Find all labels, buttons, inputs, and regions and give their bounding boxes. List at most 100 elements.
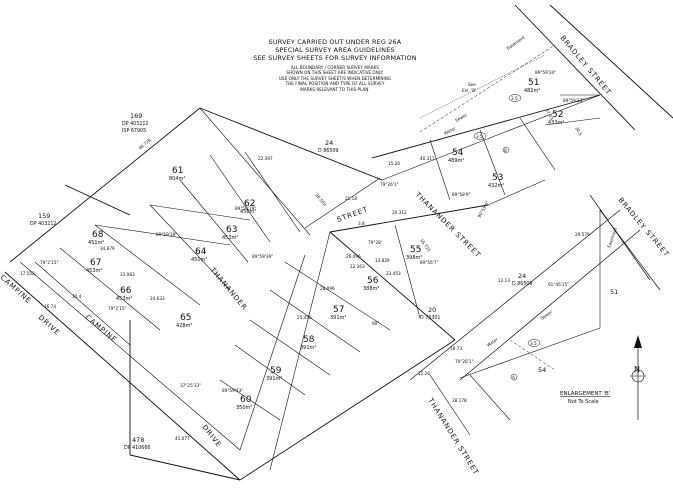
lot-63-area: 453m²	[222, 235, 238, 241]
parcel-24-inset-dp: D 86509	[512, 281, 532, 287]
campine-label: CAMPINE	[84, 313, 119, 344]
bradley-street-east-edge	[549, 4, 673, 119]
parcel-20-dp: D 73301	[420, 315, 440, 321]
lot-59-area: 391m²	[266, 376, 282, 382]
lot-64-number: 64	[195, 247, 207, 257]
dim-b1: 89°59'34"	[535, 70, 556, 75]
lot-67-area: 453m²	[86, 268, 102, 274]
north-letter: N	[634, 365, 640, 374]
dim-l14: 23.453	[386, 271, 401, 276]
lot-66-number: 66	[120, 286, 132, 296]
dim-b7: 79°28'	[368, 240, 382, 245]
dim-l10: 30.5	[574, 126, 583, 137]
dim-b8: 89°59'39"	[235, 206, 256, 211]
lot-58-number: 58	[303, 335, 315, 345]
parcel-24: 24 D 86509	[318, 139, 338, 154]
dim-l5: 33.083	[120, 272, 135, 277]
parcel-20-boundary	[239, 339, 456, 481]
water-label: Water	[443, 126, 457, 136]
dim-l27: 29.579	[575, 232, 590, 237]
lot-54-north-boundary	[371, 94, 601, 159]
dim-b15: 91°46'15"	[548, 282, 569, 287]
lot-54-area: 489m²	[448, 158, 464, 164]
dim-l22: 20.312	[392, 210, 407, 215]
drive-lower-label: DRIVE	[200, 423, 223, 449]
dim-l8: 28.096	[320, 286, 335, 291]
dim-l7: 26.096	[346, 254, 361, 259]
dim-b14: 37°25'33"	[180, 383, 201, 388]
dim-l28: 15.26	[418, 371, 430, 376]
dim-l29: 3.8	[358, 221, 365, 226]
survey-notes: SURVEY CARRIED OUT UNDER REG 26A SPECIAL…	[210, 38, 460, 92]
lot-53-number: 53	[492, 173, 503, 183]
lot-63-number: 63	[226, 225, 237, 235]
tag-2: 3.5	[476, 134, 483, 139]
circle-b: B	[504, 148, 507, 153]
lot-57-number: 57	[333, 305, 344, 315]
parcel-159-boundary	[64, 184, 131, 216]
note-line-2: SPECIAL SURVEY AREA GUIDELINES	[275, 46, 395, 54]
campine-drive-label: CAMPINE	[0, 274, 33, 306]
dim-l3: 26.503	[314, 192, 327, 207]
parcel-24-dp: D 86509	[318, 148, 338, 154]
dim-l11: 21.18	[345, 196, 357, 201]
drive-label: DRIVE	[37, 314, 62, 338]
parcel-159-number: 159	[38, 212, 50, 220]
boundary-lines	[4, 4, 673, 481]
parcel-169-isp: ISP 67905	[122, 128, 146, 134]
parcel-169-boundary	[199, 107, 383, 181]
lot-55-east-boundary	[329, 231, 456, 341]
easement-label: Easement	[506, 35, 526, 51]
dim-l2: 22.397	[258, 156, 273, 161]
dim-l18: 28.178	[452, 398, 467, 403]
thanander-street-label: THANANDER STREET	[413, 190, 482, 259]
tag-marks: 3.5 3.5 3.5 B A	[473, 94, 541, 381]
lot-58-area: 391m²	[300, 345, 316, 351]
dim-b2: 89°59'33"	[563, 98, 584, 103]
dim-l12: 13.829	[375, 258, 390, 263]
bradley-street-west-edge	[514, 4, 636, 131]
lot-51-area: 482m²	[524, 88, 540, 94]
dim-l25: 30.4	[72, 294, 82, 299]
tag-1: 3.5	[511, 96, 518, 101]
enlargement-title: ENLARGEMENT 'B'	[560, 391, 610, 397]
lot-65-area: 428m²	[176, 323, 192, 329]
lot-59-number: 59	[270, 366, 282, 376]
dim-l17: 18.73	[450, 346, 462, 351]
dim-b4: 90°59'5"	[477, 200, 491, 219]
parcel-478-dp: DP 410666	[124, 445, 150, 451]
lot-52-area: 433m²	[548, 120, 564, 126]
dim-b9: 89°59'39"	[252, 254, 273, 259]
lot-55-number: 55	[410, 245, 421, 255]
campine-drive-south-edge	[4, 271, 241, 481]
dim-l20: 12.13	[498, 278, 510, 283]
parcel-20: 20 D 73301	[420, 306, 440, 321]
dim-b10: 89°59'39"	[156, 232, 177, 237]
water-inset-label: Water	[486, 336, 499, 347]
note-line-1: SURVEY CARRIED OUT UNDER REG 26A	[268, 38, 402, 46]
parcel-159: 159 DP 403212	[30, 212, 56, 227]
lot-66-area: 453m²	[116, 296, 132, 302]
bradley-street-label: BRADLEY STREET	[558, 34, 612, 97]
thanander-south-edge	[329, 204, 489, 233]
note-line-3: SEE SURVEY SHEETS FOR SURVEY INFORMATION	[253, 54, 417, 62]
see-enlargement-ref: Enl. 'B'	[462, 88, 476, 93]
lot-52-number: 52	[552, 110, 563, 120]
lot-67-number: 67	[90, 258, 101, 268]
note-small-3: USE ONLY THE SURVEY SHEET/S WHEN DETERMI…	[278, 75, 392, 81]
lot-61-area: 804m²	[169, 176, 185, 182]
lot-53-area: 432m²	[488, 183, 504, 189]
dim-l15: 15.26	[388, 161, 400, 166]
lot-68-number: 68	[92, 230, 104, 240]
parcel-20-number: 20	[428, 306, 436, 314]
dim-l26: 41.077	[175, 436, 190, 441]
sewer-label: Sewer	[454, 112, 468, 123]
note-small-4: THE FINAL POSITION AND TYPE OF ALL SURVE…	[285, 81, 385, 87]
lot-61-number: 61	[172, 166, 183, 176]
parcel-478-number: 478	[132, 436, 144, 444]
dim-b16: 79°26'1"	[455, 359, 474, 364]
dim-l6: 24.633	[150, 296, 165, 301]
lot-56-number: 56	[367, 276, 379, 286]
lot-68-area: 451m²	[88, 240, 104, 246]
dim-l16: 37.03	[544, 108, 554, 121]
